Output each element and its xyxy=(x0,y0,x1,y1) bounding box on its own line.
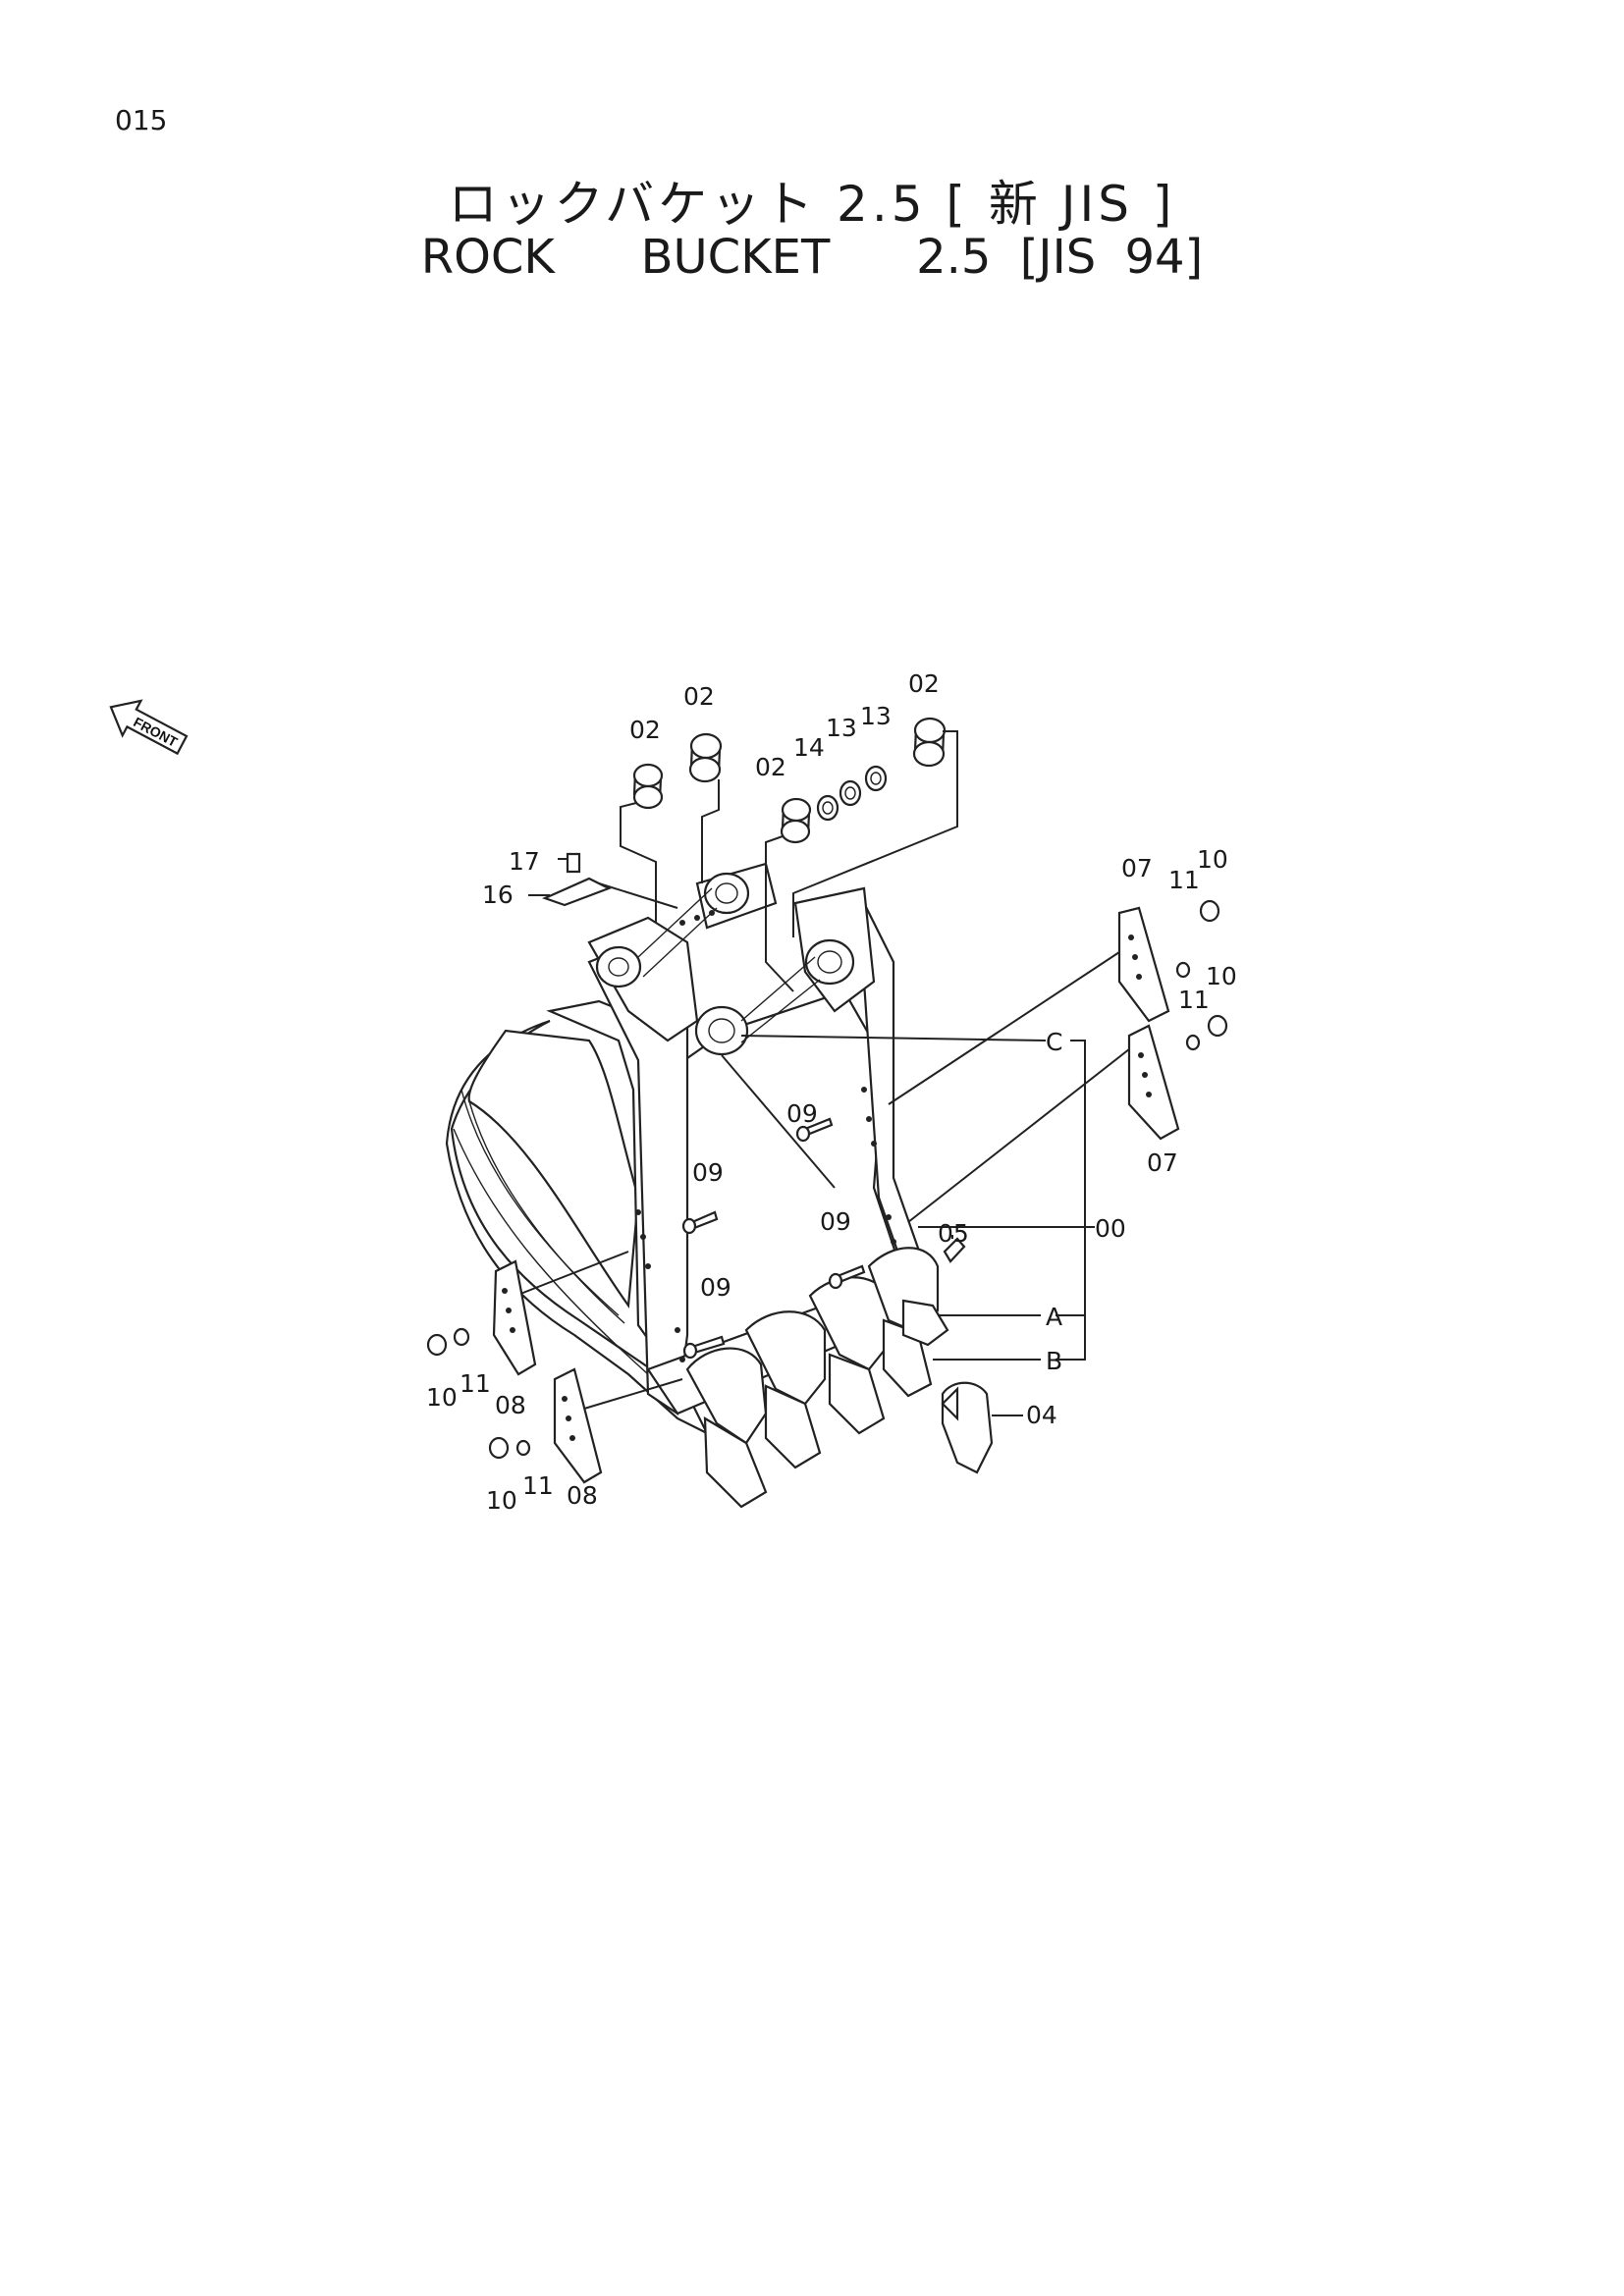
page-title-english: ROCK BUCKET 2.5 [JIS 94] xyxy=(420,230,1204,285)
part-label: B xyxy=(1046,1347,1062,1375)
part-label: 02 xyxy=(908,669,940,698)
part-label: 10 xyxy=(1206,962,1237,990)
part-label: 10 xyxy=(486,1486,517,1515)
page-title-japanese: ロックバケット 2.5 [ 新 JIS ] xyxy=(448,176,1176,233)
part-label: 02 xyxy=(629,716,661,744)
bolts xyxy=(681,1117,866,1360)
front-arrow-icon: FRONT xyxy=(109,699,189,756)
side-cutters-left xyxy=(426,1259,603,1484)
tooth-pin xyxy=(943,1237,966,1263)
bushings xyxy=(632,717,947,844)
part-labels: 02 02 02 02 14 13 13 17 16 07 11 10 11 1… xyxy=(426,669,1237,1515)
part-label: 09 xyxy=(700,1273,731,1302)
part-label: 02 xyxy=(683,682,715,711)
tooth-row xyxy=(685,1237,994,1509)
part-label: C xyxy=(1046,1028,1062,1056)
part-label: 09 xyxy=(820,1207,851,1236)
part-label: 09 xyxy=(786,1099,818,1128)
part-label: 07 xyxy=(1147,1148,1178,1177)
part-label: 13 xyxy=(826,714,857,742)
bucket-body xyxy=(445,862,935,1436)
part-label: 05 xyxy=(938,1219,969,1248)
cover-plate xyxy=(542,852,612,907)
part-label: 07 xyxy=(1121,854,1153,882)
part-label: 08 xyxy=(495,1391,526,1419)
part-label: 17 xyxy=(509,847,540,876)
part-label: 11 xyxy=(1168,866,1200,894)
part-label: 13 xyxy=(860,702,892,730)
part-label: 09 xyxy=(692,1158,724,1187)
side-cutters-right xyxy=(1117,899,1228,1141)
part-label: 08 xyxy=(567,1481,598,1510)
part-label: 10 xyxy=(1197,845,1228,874)
part-label: 04 xyxy=(1026,1401,1057,1429)
part-label: 11 xyxy=(460,1369,491,1398)
part-label: 00 xyxy=(1095,1214,1126,1243)
part-label: 11 xyxy=(1178,986,1210,1014)
part-label: 10 xyxy=(426,1383,458,1412)
part-label: 14 xyxy=(793,733,825,762)
page-number: 015 xyxy=(115,104,168,136)
leader-lines xyxy=(514,730,1135,1416)
part-label: 16 xyxy=(482,881,514,909)
part-label: 11 xyxy=(522,1471,554,1500)
part-label: 02 xyxy=(755,753,786,781)
part-label: A xyxy=(1046,1303,1062,1331)
